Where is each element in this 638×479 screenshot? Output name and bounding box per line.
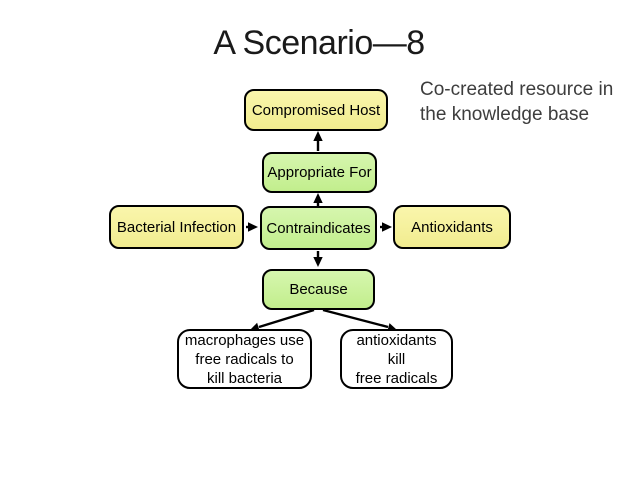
node-contraindicates: Contraindicates — [260, 206, 377, 250]
node-note-antioxidants-kill: antioxidants kill free radicals — [340, 329, 453, 389]
slide-title: A Scenario—8 — [213, 24, 425, 62]
node-note-macrophages: macrophages use free radicals to kill ba… — [177, 329, 312, 389]
annotation-co-created-resource: Co-created resource in the knowledge bas… — [420, 79, 614, 125]
node-compromised-host: Compromised Host — [244, 89, 388, 131]
node-bacterial-infection: Bacterial Infection — [109, 205, 244, 249]
node-antioxidants: Antioxidants — [393, 205, 511, 249]
node-appropriate-for: Appropriate For — [262, 152, 377, 193]
node-because: Because — [262, 269, 375, 310]
